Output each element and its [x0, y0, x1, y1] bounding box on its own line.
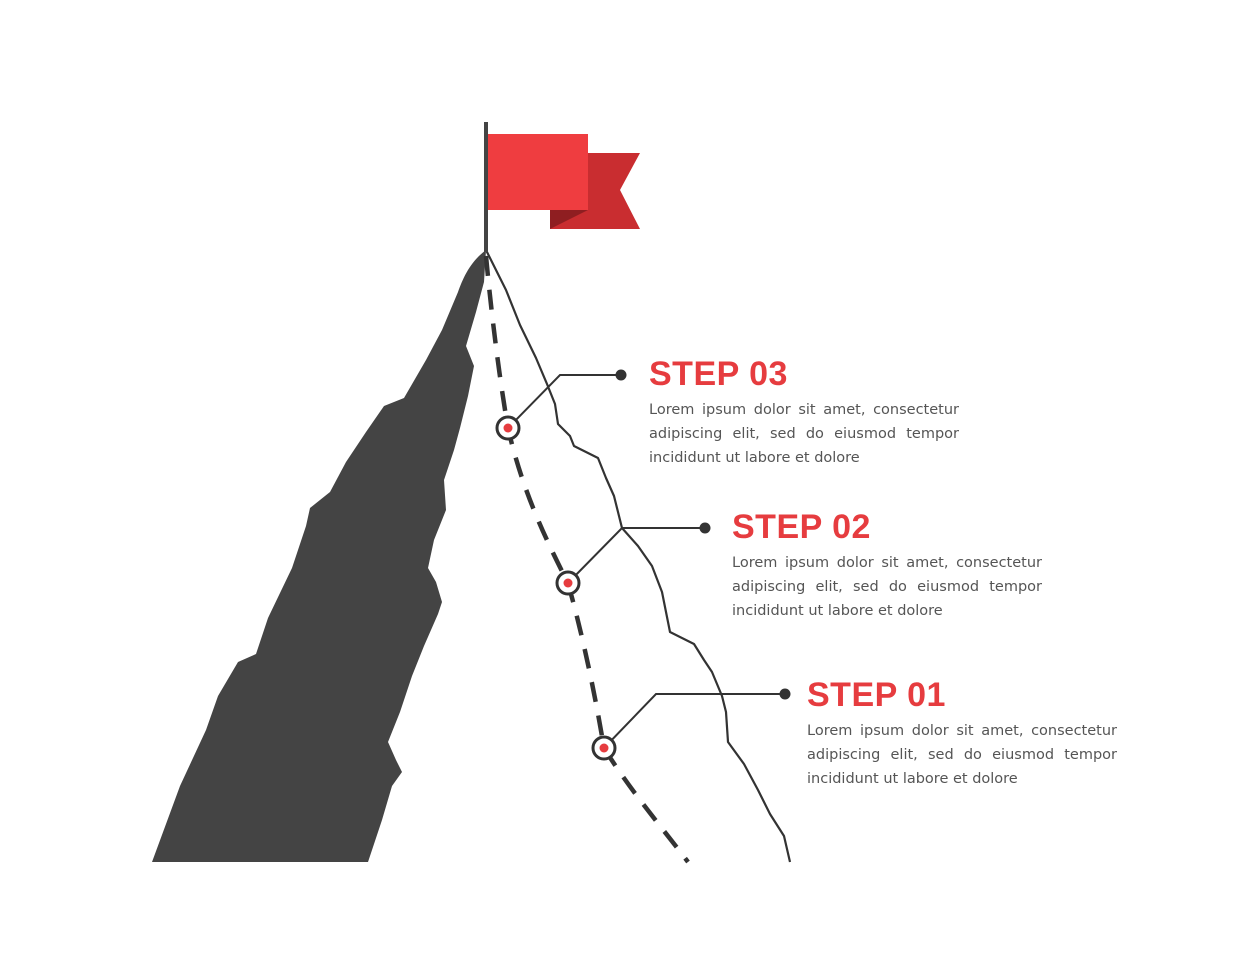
step-03-block: STEP 03 Lorem ipsum dolor sit amet, cons…	[649, 356, 959, 470]
climb-route-dashed	[483, 255, 690, 864]
mountain-outline	[485, 249, 792, 863]
step-03-description: Lorem ipsum dolor sit amet, consectetur …	[649, 402, 959, 466]
step-02-block: STEP 02 Lorem ipsum dolor sit amet, cons…	[732, 509, 1042, 623]
step-02-dot	[699, 522, 711, 534]
step-01-title: STEP 01	[807, 676, 946, 714]
step-01-connector	[603, 693, 785, 749]
step-02-marker-icon	[555, 570, 581, 596]
step-02-description: Lorem ipsum dolor sit amet, consectetur …	[732, 555, 1042, 619]
step-01-marker-icon	[591, 735, 617, 761]
step-01-description: Lorem ipsum dolor sit amet, consectetur …	[807, 723, 1117, 787]
step-01-block: STEP 01 Lorem ipsum dolor sit amet, cons…	[807, 677, 1117, 791]
step-03-marker-icon	[495, 415, 521, 441]
step-02-title: STEP 02	[732, 508, 871, 546]
step-03-connector	[507, 374, 621, 429]
step-02-connector	[567, 527, 705, 584]
flag-icon	[488, 134, 640, 229]
step-01-dot	[779, 688, 791, 700]
mountain-silhouette	[152, 250, 486, 862]
step-03-dot	[615, 369, 627, 381]
step-03-title: STEP 03	[649, 355, 788, 393]
